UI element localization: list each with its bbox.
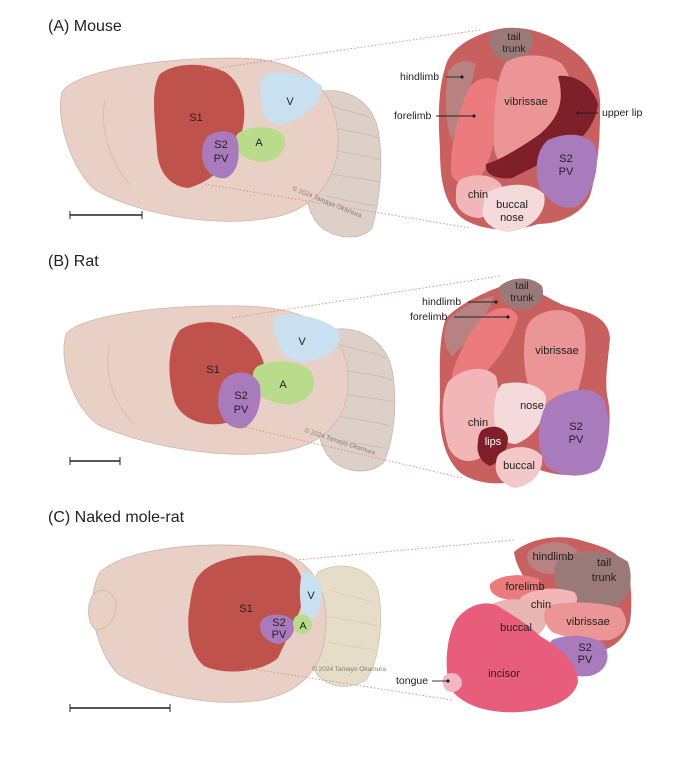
map-forelimb-label-rat: forelimb [410, 311, 448, 323]
s2-label-mouse: S2 [214, 139, 227, 151]
panel-title-mole-rat: (C) Naked mole-rat [48, 509, 185, 526]
panel-rat: (B) Rat S1 V A S2 PV © 2024 Tamayo Okamu… [48, 253, 610, 488]
map-vibrissae-label-mole-rat: vibrissae [566, 616, 609, 628]
map-hindlimb-label-mole-rat: hindlimb [533, 551, 574, 563]
map-buccal-label-mouse: buccal [496, 199, 528, 211]
v-region-rat [272, 314, 341, 362]
map-nose-label-rat: nose [520, 400, 544, 412]
s2pv-region-rat [218, 372, 261, 429]
a-label-rat: A [279, 379, 287, 391]
map-trunk-label-rat: trunk [510, 292, 534, 304]
panel-title-mouse: (A) Mouse [48, 18, 122, 35]
a-label-mole-rat: A [299, 620, 306, 632]
s1-label-mole-rat: S1 [239, 603, 252, 615]
map-vibrissae-label-rat: vibrissae [535, 345, 578, 357]
s1-label-rat: S1 [206, 364, 219, 376]
somatotopic-map-rat [439, 278, 610, 488]
a-region-rat [252, 361, 314, 404]
pv-label-mole-rat: PV [272, 629, 287, 641]
s2pv-region-mole-rat [260, 614, 295, 644]
map-vibrissae-label-mouse: vibrissae [504, 96, 547, 108]
map-nose-label-mouse: nose [500, 212, 524, 224]
olfactory-bulb-mole-rat [88, 590, 117, 631]
v-region-mole-rat [299, 571, 322, 622]
v-region-mouse [260, 72, 322, 125]
map-chin-label-mole-rat: chin [531, 599, 551, 611]
cerebellum-mole-rat [306, 565, 382, 687]
v-label-mouse: V [286, 96, 294, 108]
map-pv-label-mouse: PV [559, 166, 574, 178]
panel-mouse: (A) Mouse S1 V A S2 PV © 2024 Tamayo Oka… [48, 18, 642, 238]
map-tail-label-rat: tail [515, 280, 528, 292]
map-s2-label-mouse: S2 [559, 153, 572, 165]
map-s2-label-rat: S2 [569, 421, 582, 433]
map-buccal-label-rat: buccal [503, 460, 535, 472]
somatotopic-map-mole-rat [442, 537, 632, 713]
s2pv-region-mouse [202, 131, 239, 179]
map-pv-label-rat: PV [569, 434, 584, 446]
map-chin-label-mouse: chin [468, 189, 488, 201]
map-tail-label-mouse: tail [507, 31, 520, 43]
a-region-mole-rat [293, 614, 312, 634]
s1-label-mouse: S1 [189, 112, 202, 124]
somatotopic-map-mouse [438, 27, 601, 232]
map-lips-label-rat: lips [485, 436, 502, 448]
map-chin-label-rat: chin [468, 417, 488, 429]
map-forelimb-label-mouse: forelimb [394, 110, 432, 122]
panel-mole-rat: (C) Naked mole-rat S1 V A S2 PV © 2024 T… [48, 509, 632, 713]
map-buccal-label-mole-rat: buccal [500, 622, 532, 634]
map-s2-label-mole-rat: S2 [578, 642, 591, 654]
a-label-mouse: A [255, 137, 263, 149]
map-tail-label-mole-rat: tail [597, 557, 611, 569]
panel-title-rat: (B) Rat [48, 253, 99, 270]
map-trunk-label-mole-rat: trunk [592, 572, 617, 584]
map-tongue-label-mole-rat: tongue [396, 675, 428, 687]
v-label-mole-rat: V [307, 590, 315, 602]
map-trunk-label-mouse: trunk [502, 43, 526, 55]
s2-label-rat: S2 [234, 390, 247, 402]
map-pv-label-mole-rat: PV [578, 654, 593, 666]
map-upperlip-label-mouse: upper lip [602, 107, 642, 119]
map-forelimb-label-mole-rat: forelimb [505, 581, 544, 593]
pv-label-mouse: PV [214, 153, 229, 165]
s2-label-mole-rat: S2 [272, 617, 285, 629]
pv-label-rat: PV [234, 404, 249, 416]
a-region-mouse [235, 127, 286, 162]
map-hindlimb-label-rat: hindlimb [422, 296, 461, 308]
v-label-rat: V [298, 336, 306, 348]
copyright-mole-rat: © 2024 Tamayo Okamura [312, 665, 386, 673]
map-incisor-label-mole-rat: incisor [488, 668, 520, 680]
map-hindlimb-label-mouse: hindlimb [400, 71, 439, 83]
